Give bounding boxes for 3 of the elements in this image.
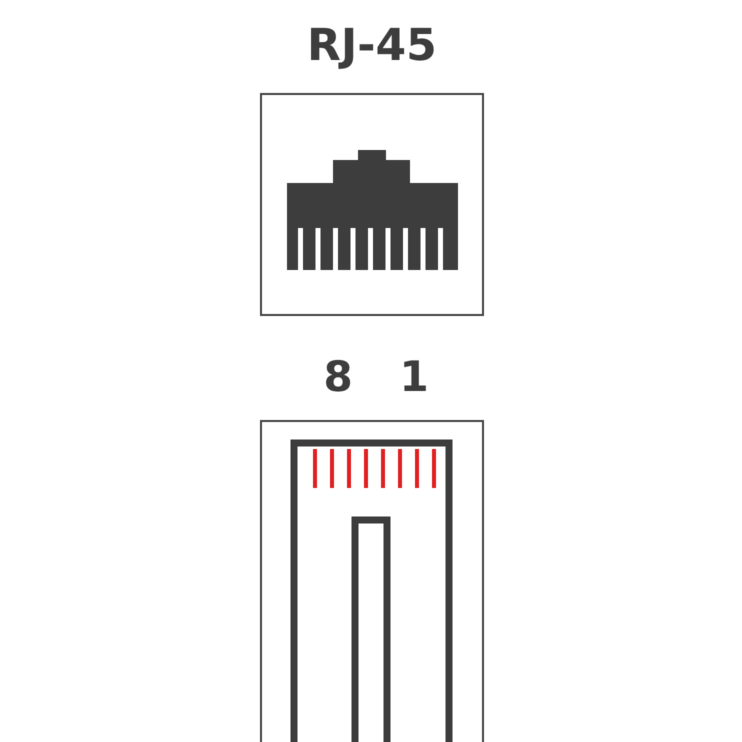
diagram-title: RJ-45 [307,24,437,68]
pin-number: 1 [400,356,429,398]
pin-number: 8 [324,356,353,398]
